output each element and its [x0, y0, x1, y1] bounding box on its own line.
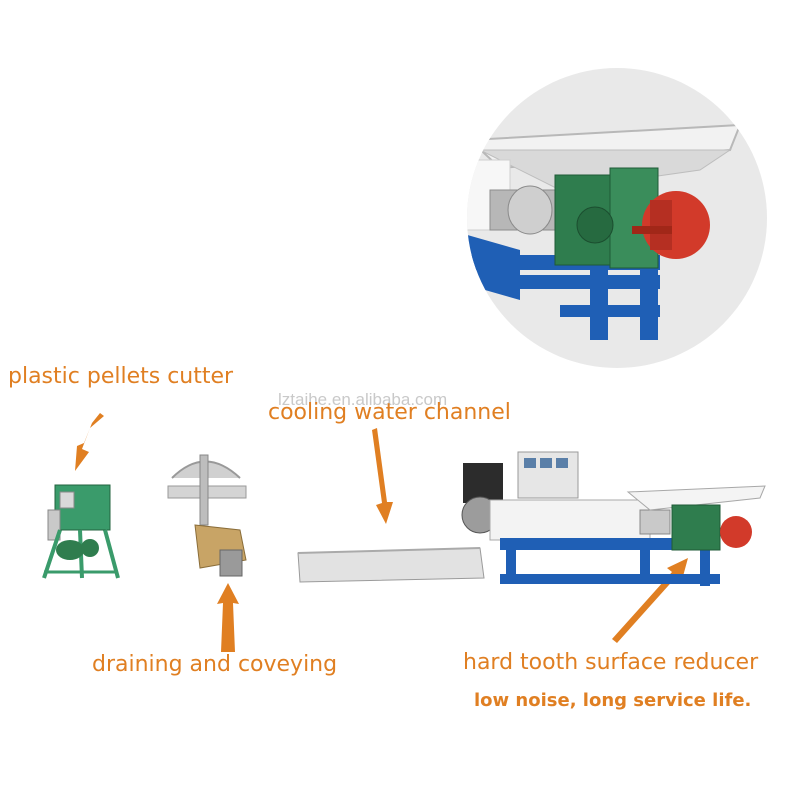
cooling-water-channel: [297, 547, 485, 583]
arrow-draining: [217, 583, 239, 652]
arrow-cutter: [75, 413, 104, 471]
watermark: lztaihe.en.alibaba.com: [278, 390, 448, 409]
draining-machine: [167, 454, 247, 577]
main-extruder-machine: [461, 451, 766, 586]
arrow-cooling: [372, 428, 393, 524]
label-cooling-water-channel: cooling water channel: [268, 400, 511, 425]
reducer-closeup-circle: [467, 68, 767, 368]
label-low-noise: low noise, long service life.: [474, 690, 752, 711]
label-hard-tooth-surface-reducer: hard tooth surface reducer: [463, 650, 759, 675]
label-plastic-pellets-cutter: plastic pellets cutter: [8, 364, 234, 389]
pellet-cutter-machine: [42, 484, 120, 579]
label-draining-and-coveying: draining and coveying: [92, 652, 338, 677]
